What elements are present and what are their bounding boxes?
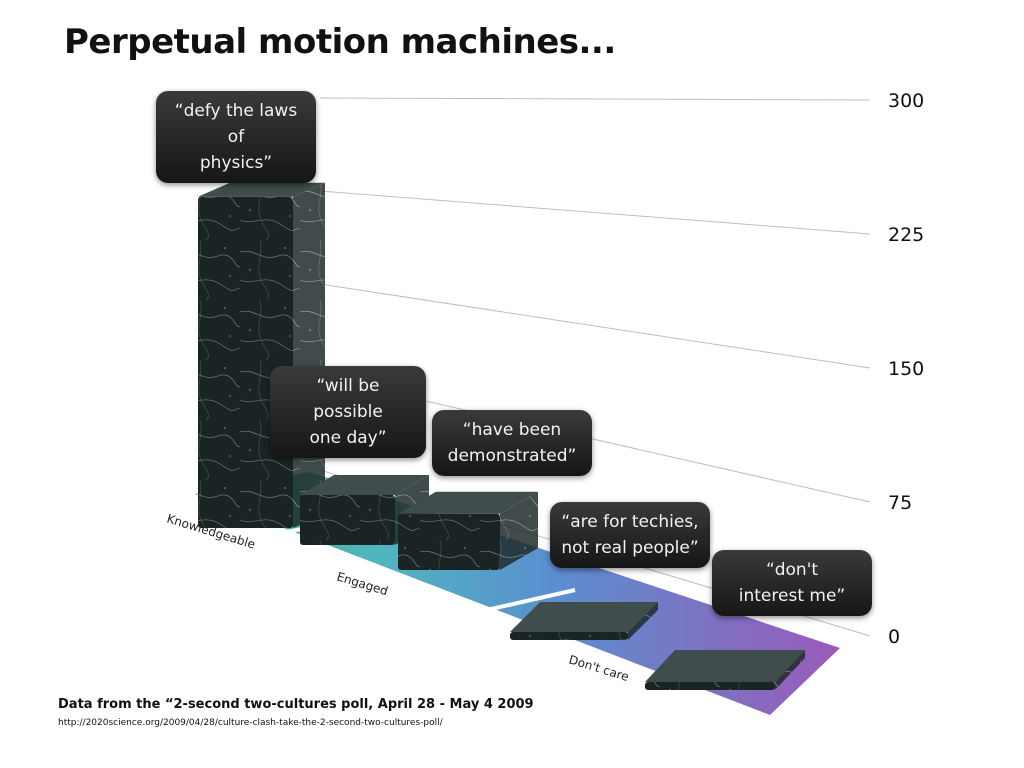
bar-callout: “don't interest me” [712, 550, 872, 616]
bar-shade [398, 513, 500, 570]
bar-callout: “will be possible one day” [270, 366, 426, 458]
bar-shade [645, 682, 775, 690]
y-tick-label: 0 [888, 626, 900, 648]
bar-shade [300, 495, 395, 545]
page-title: Perpetual motion machines... [64, 22, 616, 62]
group-label: Engaged [335, 569, 390, 598]
bar [198, 196, 293, 528]
bar [645, 682, 775, 690]
bar [398, 513, 500, 570]
y-tick-label: 150 [888, 358, 924, 380]
bar-top [198, 182, 325, 197]
y-tick-label: 75 [888, 492, 912, 514]
bar-callout: “are for techies, not real people” [550, 502, 710, 568]
bar-top [645, 650, 805, 682]
bar [300, 495, 395, 545]
bar-callout: “have been demonstrated” [432, 410, 592, 476]
bar-side [628, 602, 658, 640]
bar-shade [510, 632, 628, 640]
y-tick-label: 300 [888, 90, 924, 112]
group-divider [459, 588, 576, 618]
bar-side [293, 182, 325, 528]
bar-side [500, 491, 538, 570]
gridline [319, 283, 871, 369]
source-url: http://2020science.org/2009/04/28/cultur… [58, 718, 443, 728]
bar-top [510, 602, 658, 632]
bar-side [775, 650, 805, 690]
bar [510, 632, 628, 640]
y-tick-label: 225 [888, 224, 924, 246]
bar-shade [198, 196, 293, 528]
bar-top [300, 475, 429, 495]
source-note: Data from the “2-second two-cultures pol… [58, 697, 534, 712]
gridline [319, 190, 871, 235]
bar-callout: “defy the laws of physics” [156, 91, 316, 183]
gridline [319, 97, 871, 101]
bar-top [398, 491, 538, 514]
